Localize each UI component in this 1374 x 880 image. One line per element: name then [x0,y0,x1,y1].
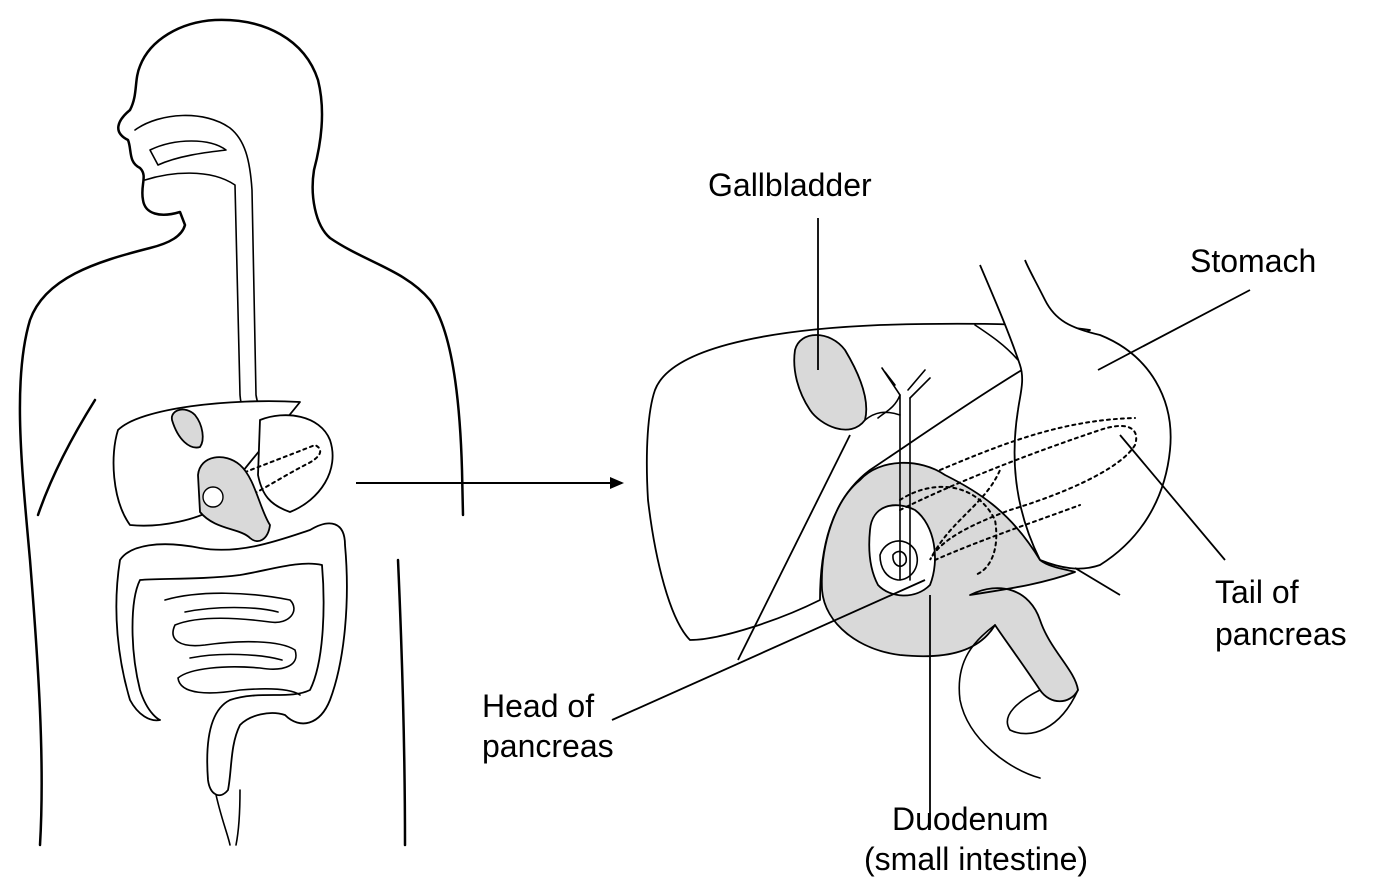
label-gallbladder: Gallbladder [708,167,872,203]
large-intestine [116,523,347,795]
pancreas-head-small [203,487,223,507]
label-head-line1: Head of [482,688,594,724]
label-tail-line2: pancreas [1215,616,1347,652]
label-stomach: Stomach [1190,243,1316,279]
label-duodenum-line1: Duodenum [892,801,1049,837]
label-head-line2: pancreas [482,728,614,764]
label-tail-line1: Tail of [1215,574,1299,610]
label-duodenum-line2: (small intestine) [864,841,1088,877]
leader-stomach [1098,290,1250,370]
stomach-small [258,415,333,512]
small-intestine-coils [165,593,300,695]
leader-tail-2 [1075,568,1120,595]
esophagus [135,115,282,430]
